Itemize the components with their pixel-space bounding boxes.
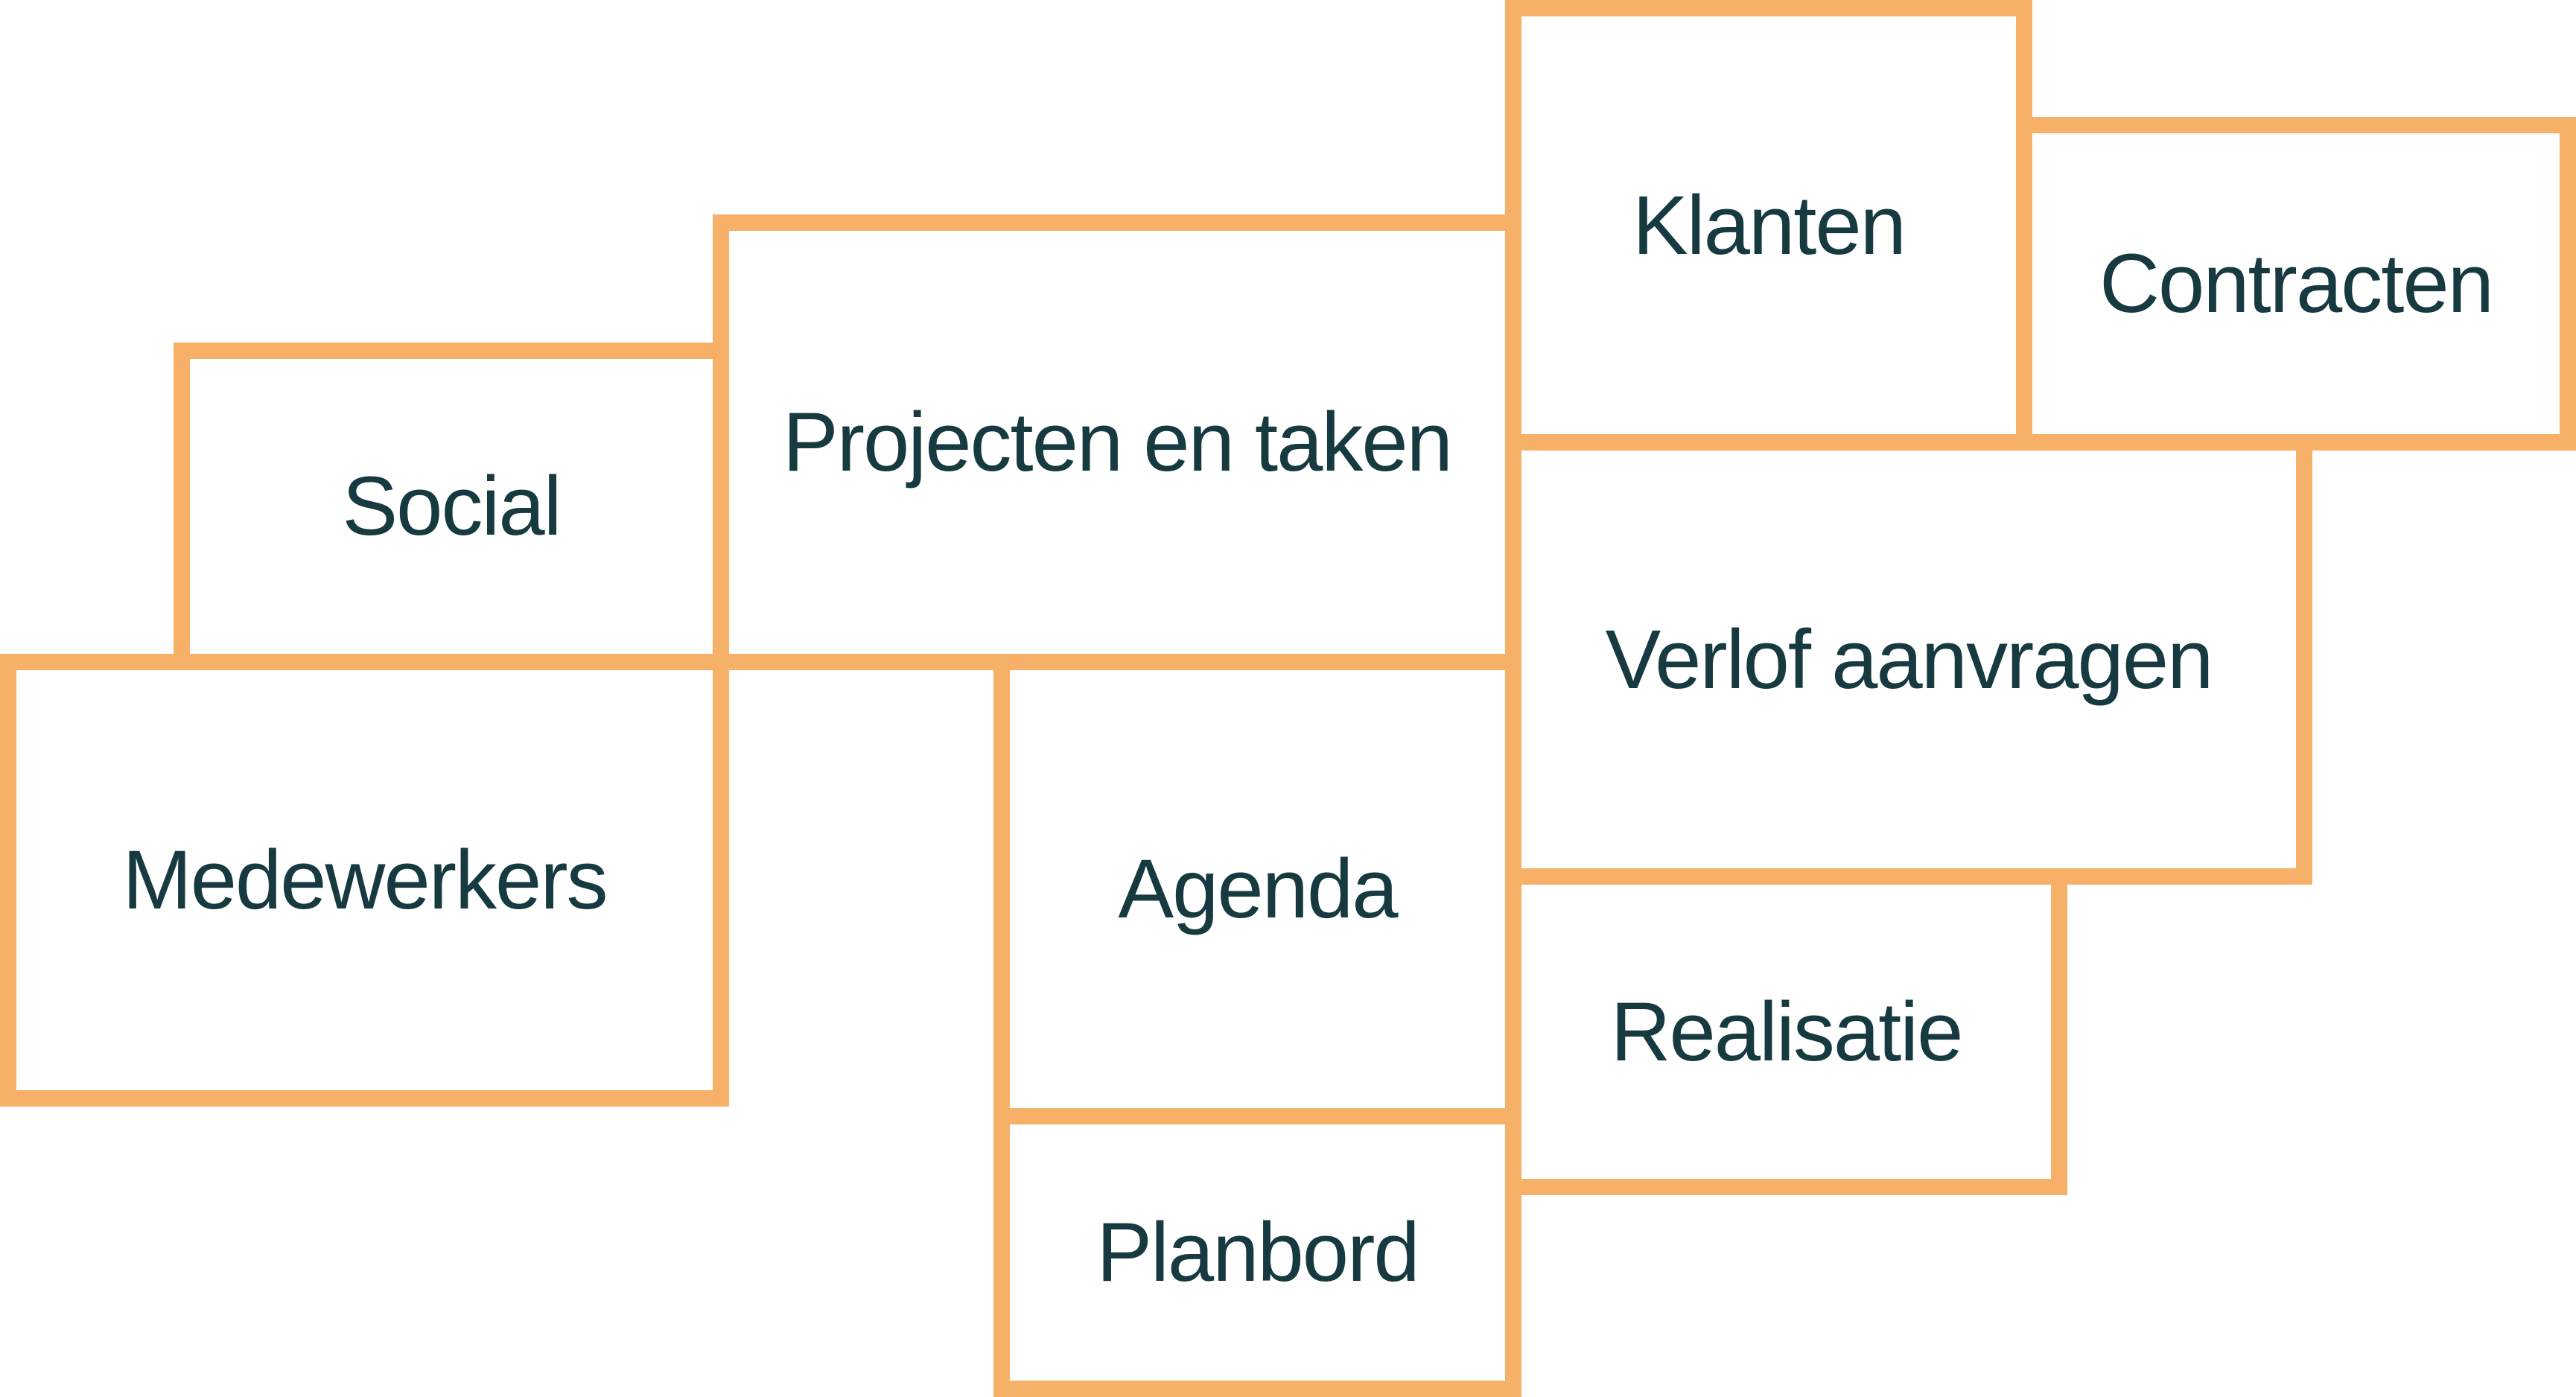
module-label-medewerkers: Medewerkers <box>122 833 608 926</box>
module-label-verlof-aanvragen: Verlof aanvragen <box>1605 612 2214 706</box>
module-label-contracten: Contracten <box>2099 237 2494 330</box>
module-label-realisatie: Realisatie <box>1610 984 1964 1078</box>
module-tile-realisatie: Realisatie <box>1505 868 2067 1195</box>
module-tile-social: Social <box>174 343 729 670</box>
module-label-agenda: Agenda <box>1118 842 1398 935</box>
module-tile-planbord: Planbord <box>993 1108 1521 1397</box>
module-tile-medewerkers: Medewerkers <box>0 654 729 1107</box>
module-label-planbord: Planbord <box>1096 1206 1419 1299</box>
module-tile-agenda: Agenda <box>993 654 1521 1124</box>
module-label-social: Social <box>342 459 562 553</box>
module-tile-klanten: Klanten <box>1505 0 2032 451</box>
module-label-projecten-en-taken: Projecten en taken <box>783 395 1453 489</box>
module-tile-contracten: Contracten <box>2016 117 2576 451</box>
module-tile-verlof-aanvragen: Verlof aanvragen <box>1505 434 2312 885</box>
module-tile-projecten-en-taken: Projecten en taken <box>713 214 1521 670</box>
module-label-klanten: Klanten <box>1632 178 1906 272</box>
